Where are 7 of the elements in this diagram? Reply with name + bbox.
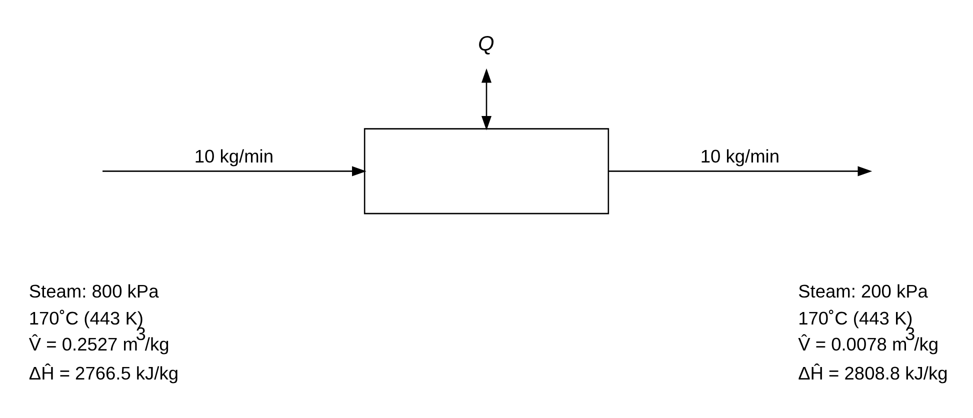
label: ΔĤ = 2808.8 kJ/kg [798, 362, 948, 384]
edge-label: 10 kg/min [194, 145, 274, 166]
label: ΔĤ = 2766.5 kJ/kg [28, 362, 179, 384]
edge-label: 10 kg/min [700, 145, 780, 166]
node-text: Q [478, 32, 494, 56]
label: Steam: 200 kPa [798, 280, 928, 302]
label: Steam: 800 kPa [28, 280, 159, 302]
